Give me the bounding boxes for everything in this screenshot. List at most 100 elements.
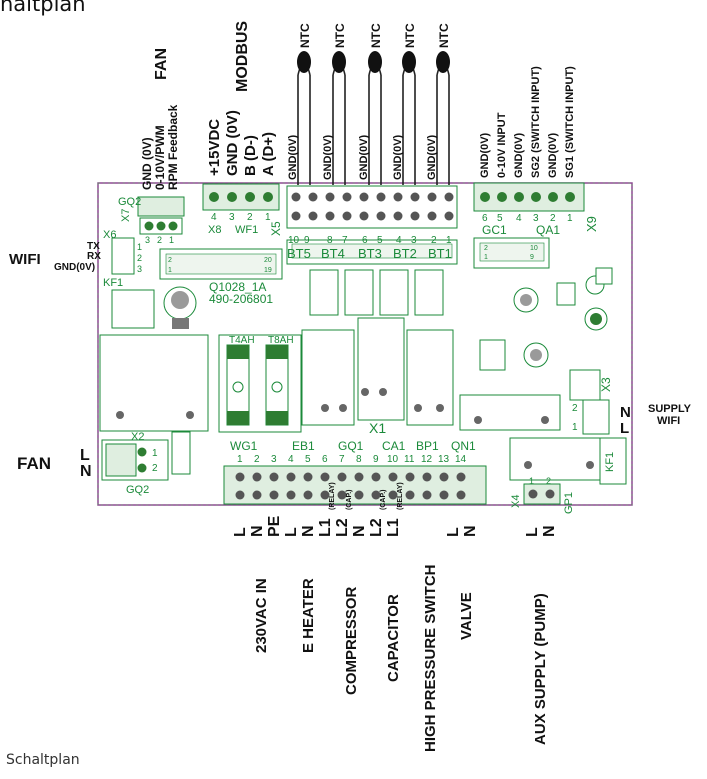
wifi-label: WIFI	[9, 251, 41, 268]
group-label-capacitor: CAPACITOR	[385, 594, 402, 682]
ntc-label-5: NTC	[437, 23, 451, 48]
wifi-kf1: KF1	[103, 277, 123, 289]
inputs-num-6: 6	[482, 213, 488, 224]
modbus-num-4: 4	[211, 212, 217, 223]
group-label-valve: VALVE	[458, 592, 475, 640]
ntc-bt4: BT4	[321, 246, 345, 261]
modbus-x5: X5	[269, 221, 283, 236]
modbus-num-2: 2	[247, 212, 253, 223]
ntc-bt1: BT1	[428, 246, 452, 261]
bottom-terminal	[223, 465, 487, 505]
ntc-num-1: 1	[446, 235, 452, 246]
inputs-num-4: 4	[516, 213, 522, 224]
ntc-label-3: NTC	[369, 23, 383, 48]
fan-left-label: FAN	[17, 454, 51, 473]
pin-label-l-aux: L	[524, 527, 541, 537]
pin-label-n-in: N	[249, 525, 266, 537]
pin-note-relay-2: (RELAY)	[397, 482, 404, 510]
group-label-heater: E HEATER	[300, 578, 317, 653]
pin-label-n-comp: N	[351, 525, 368, 537]
group-eb1: EB1	[292, 439, 315, 453]
pin-note-cap-2: (CAP.)	[380, 490, 387, 510]
fan-top-heading: FAN	[153, 48, 170, 80]
board-part-number: Q1028_1A	[209, 280, 266, 294]
ntc-num-5: 5	[377, 235, 383, 246]
inputs-pin-5: GND(0V)	[547, 132, 559, 178]
inputs-num-3: 3	[533, 213, 539, 224]
supply-num-1: 1	[572, 422, 578, 433]
terminal-num-2: 2	[254, 454, 260, 465]
pin-label-l-in: L	[232, 527, 249, 537]
fan-left-x2: X2	[131, 431, 144, 443]
fan-top-pin-rpm: RPM Feedback	[166, 104, 180, 190]
fan-top-x7: X7	[120, 209, 132, 222]
pin-label-l1-comp: L1	[317, 518, 334, 537]
supply-num-2: 2	[572, 403, 578, 414]
terminal-num-8: 8	[356, 454, 362, 465]
supply-label: SUPPLY	[648, 403, 692, 415]
ntc-num-2: 2	[431, 235, 437, 246]
inputs-gc1: GC1	[482, 223, 507, 237]
aux-x4: X4	[510, 495, 522, 508]
terminal-num-1: 1	[237, 454, 243, 465]
pin-label-l-heater: L	[283, 527, 300, 537]
supply-wifi-label: WIFI	[657, 415, 680, 427]
fan-left-gq2: GQ2	[126, 484, 149, 496]
group-label-230vac: 230VAC IN	[253, 578, 270, 653]
aux-num-1: 1	[529, 476, 534, 486]
modbus-num-1: 1	[265, 212, 271, 223]
terminal-num-4: 4	[288, 454, 294, 465]
inputs-qa1: QA1	[536, 223, 560, 237]
wifi-pin-rx: RX	[87, 251, 101, 262]
header2-label-9: 9	[530, 254, 534, 261]
supply-connector: 2 1 KF1	[572, 399, 627, 485]
pin-note-cap-1: (CAP.)	[346, 490, 353, 510]
terminal-num-9: 9	[373, 454, 379, 465]
wifi-num-1: 1	[137, 242, 142, 252]
ntc-sensors	[286, 51, 458, 265]
group-label-hp-switch: HIGH PRESSURE SWITCH	[422, 564, 439, 752]
ntc-bt5: BT5	[287, 246, 311, 261]
modbus-pin-b: B (D-)	[242, 135, 259, 176]
modbus-heading: MODBUS	[234, 21, 251, 92]
modbus-pin-gnd: GND (0V)	[224, 110, 241, 176]
supply-l: L	[620, 420, 629, 437]
board-code: 490-206801	[209, 292, 273, 306]
terminal-num-12: 12	[421, 454, 433, 465]
terminal-numbers: 1 2 3 4 5 6 7 8 9 10 11 12 13 14	[237, 454, 467, 465]
header-label-20: 20	[264, 257, 272, 264]
group-label-compressor: COMPRESSOR	[343, 586, 360, 695]
fan-left-l: L	[80, 447, 90, 464]
fan-top-connector: GQ2 X7 3 2 1	[118, 196, 185, 245]
ntc-gnd-2: GND(0V)	[322, 134, 334, 180]
group-gq1: GQ1	[338, 439, 364, 453]
modbus-pin-a: A (D+)	[260, 132, 277, 176]
pcb-components	[99, 267, 613, 481]
board-x3: X3	[599, 377, 613, 392]
fan-left-num-1: 1	[152, 448, 158, 459]
inputs-pin-1: GND(0V)	[479, 132, 491, 178]
terminal-num-3: 3	[271, 454, 277, 465]
pin-label-l-valve: L	[445, 527, 462, 537]
group-bp1: BP1	[416, 439, 439, 453]
inputs-num-5: 5	[497, 213, 503, 224]
header-label-19: 19	[264, 267, 272, 274]
page-title: naltplan	[0, 0, 86, 16]
board-inner	[97, 182, 633, 506]
group-label-aux: AUX SUPPLY (PUMP)	[532, 593, 549, 745]
terminal-num-5: 5	[305, 454, 311, 465]
fan-left-n: N	[80, 463, 92, 480]
group-qn1: QN1	[451, 439, 476, 453]
ntc-num-3: 3	[411, 235, 417, 246]
supply-kf1: KF1	[604, 452, 616, 472]
ntc-gnd-3: GND(0V)	[358, 134, 370, 180]
terminal-num-14: 14	[455, 454, 467, 465]
wifi-x6: X6	[103, 229, 116, 241]
board-x1: X1	[369, 420, 386, 436]
aux-gp1: GP1	[563, 492, 575, 514]
fuse-t8ah: T8AH	[268, 335, 294, 346]
fan-top-designator: GQ2	[118, 196, 141, 208]
wifi-connector: X6 KF1 1 2 3	[103, 229, 142, 289]
header2-label-2: 2	[484, 245, 488, 252]
